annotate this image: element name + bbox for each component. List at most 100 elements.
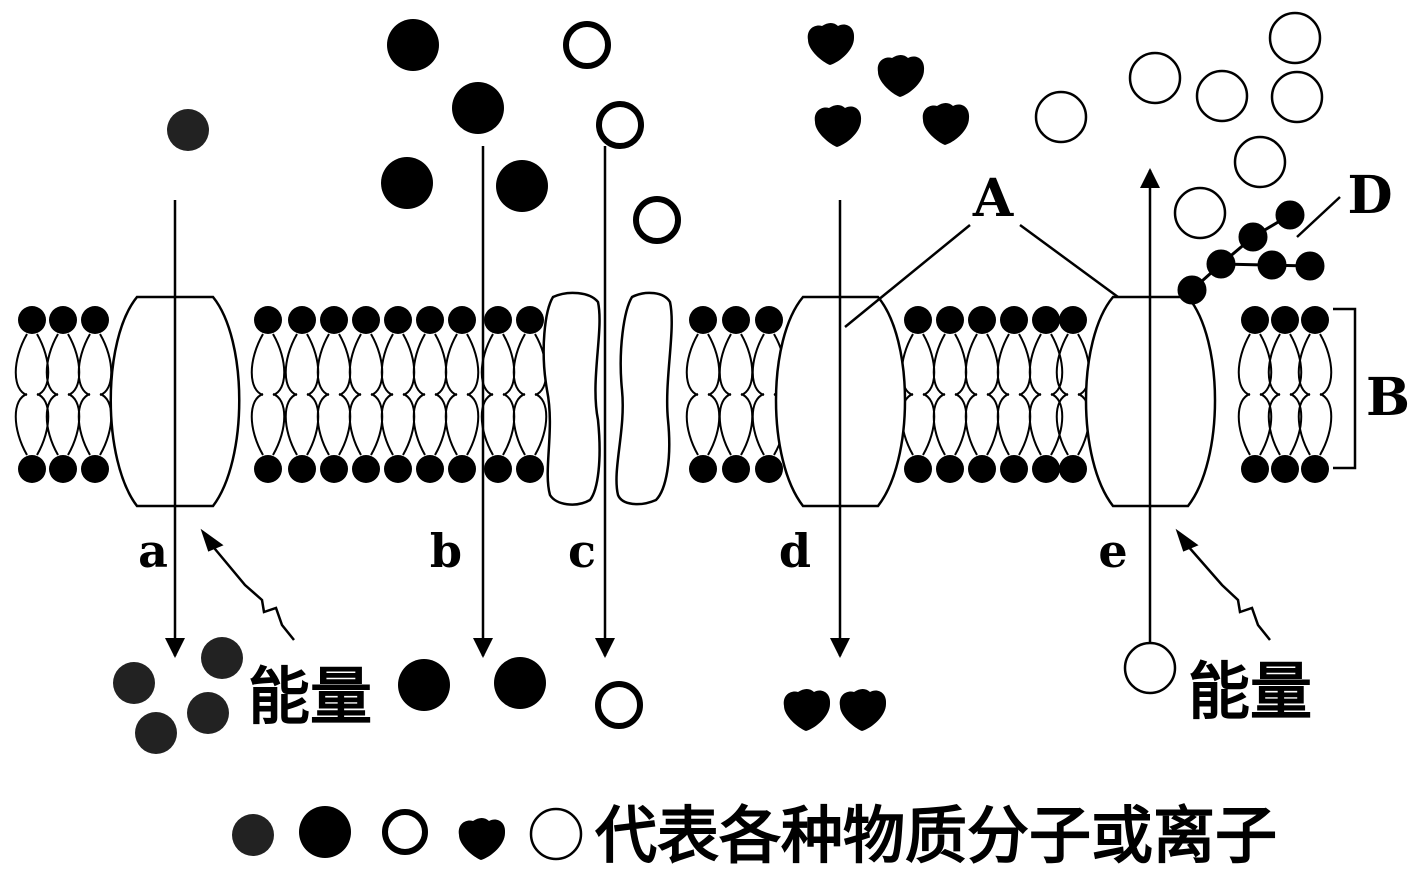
phospholipid xyxy=(444,306,480,483)
phospholipid-head xyxy=(755,455,783,483)
phospholipid-head xyxy=(1032,455,1060,483)
legend-heart-particle xyxy=(458,818,506,860)
phospholipid-head xyxy=(968,455,996,483)
particles-heart xyxy=(783,23,970,731)
phospholipid-head xyxy=(49,455,77,483)
phospholipid-head xyxy=(1241,455,1269,483)
phospholipid xyxy=(412,306,448,483)
phospholipid xyxy=(316,306,352,483)
phospholipid-head xyxy=(968,306,996,334)
phospholipid xyxy=(1055,306,1091,483)
phospholipid-head xyxy=(936,455,964,483)
particles-open-circle xyxy=(1034,11,1324,695)
phospholipid-head xyxy=(1000,306,1028,334)
process-label-c: c xyxy=(568,524,596,578)
phospholipid-head xyxy=(320,306,348,334)
phospholipid-head xyxy=(1000,455,1028,483)
phospholipid-head xyxy=(722,306,750,334)
phospholipid-head xyxy=(1301,306,1329,334)
phospholipid-head xyxy=(49,306,77,334)
phospholipid-head xyxy=(254,306,282,334)
phospholipid xyxy=(480,306,516,483)
phospholipid xyxy=(1297,306,1333,483)
phospholipid-head xyxy=(722,455,750,483)
phospholipid-head xyxy=(320,455,348,483)
phospholipid-head xyxy=(1059,455,1087,483)
legend: 代表各种物质分子或离子 xyxy=(232,799,1277,872)
phospholipid-head xyxy=(689,455,717,483)
phospholipid xyxy=(284,306,320,483)
phospholipid-head xyxy=(516,306,544,334)
phospholipid xyxy=(512,306,548,483)
phospholipid-head xyxy=(384,306,412,334)
legend-open-circle-particle xyxy=(529,807,583,861)
structure-label-D: D xyxy=(1347,165,1392,226)
phospholipid xyxy=(718,306,754,483)
structure-label-A: A xyxy=(972,168,1014,229)
phospholipid-head xyxy=(81,455,109,483)
process-label-a: a xyxy=(138,524,168,578)
phospholipid-head xyxy=(1271,455,1299,483)
phospholipid-head xyxy=(416,306,444,334)
process-label-d: d xyxy=(779,524,811,578)
phospholipid xyxy=(751,306,787,483)
bilayer-bracket xyxy=(1333,307,1357,470)
particles-black xyxy=(381,19,548,711)
transport-arrows xyxy=(165,146,1160,658)
legend-ring-particle xyxy=(382,809,428,855)
phospholipid xyxy=(964,306,1000,483)
phospholipid-head xyxy=(904,455,932,483)
legend-text: 代表各种物质分子或离子 xyxy=(594,799,1277,872)
phospholipid xyxy=(1267,306,1303,483)
process-label-e: e xyxy=(1098,524,1127,578)
energy-arrows xyxy=(200,528,1271,641)
structure-label-B: B xyxy=(1366,367,1410,428)
legend-dark-gray-particle xyxy=(232,814,274,856)
phospholipid-head xyxy=(1271,306,1299,334)
phospholipid-head xyxy=(689,306,717,334)
phospholipid-head xyxy=(448,306,476,334)
phospholipid xyxy=(14,306,50,483)
phospholipid-head xyxy=(288,455,316,483)
phospholipid xyxy=(348,306,384,483)
particles-ring xyxy=(563,21,681,729)
phospholipid-head xyxy=(516,455,544,483)
phospholipid-head xyxy=(384,455,412,483)
phospholipid xyxy=(77,306,113,483)
phospholipid-head xyxy=(484,306,512,334)
energy-label-right: 能量 xyxy=(1188,655,1312,728)
phospholipid xyxy=(685,306,721,483)
phospholipid-head xyxy=(288,306,316,334)
phospholipid xyxy=(1237,306,1273,483)
phospholipid-head xyxy=(904,306,932,334)
phospholipid-head xyxy=(1241,306,1269,334)
phospholipid-head xyxy=(18,455,46,483)
phospholipid-head xyxy=(484,455,512,483)
channel-protein xyxy=(542,291,673,506)
phospholipid-head xyxy=(81,306,109,334)
phospholipid-head xyxy=(448,455,476,483)
energy-label-left: 能量 xyxy=(248,660,372,733)
process-label-b: b xyxy=(430,524,462,578)
phospholipid xyxy=(900,306,936,483)
phospholipid xyxy=(1028,306,1064,483)
phospholipid xyxy=(380,306,416,483)
phospholipid xyxy=(250,306,286,483)
phospholipid-head xyxy=(1059,306,1087,334)
phospholipid-head xyxy=(352,455,380,483)
phospholipid-head xyxy=(755,306,783,334)
phospholipid-head xyxy=(254,455,282,483)
legend-black-particle xyxy=(299,806,351,858)
phospholipid-head xyxy=(352,306,380,334)
phospholipid-head xyxy=(1301,455,1329,483)
phospholipid xyxy=(996,306,1032,483)
phospholipid xyxy=(45,306,81,483)
phospholipid-bilayer xyxy=(14,306,1333,483)
glycoprotein-chain xyxy=(1177,200,1325,305)
phospholipid-head xyxy=(416,455,444,483)
label-pointer-lines xyxy=(844,196,1341,328)
phospholipid-head xyxy=(1032,306,1060,334)
phospholipid xyxy=(932,306,968,483)
phospholipid-head xyxy=(18,306,46,334)
